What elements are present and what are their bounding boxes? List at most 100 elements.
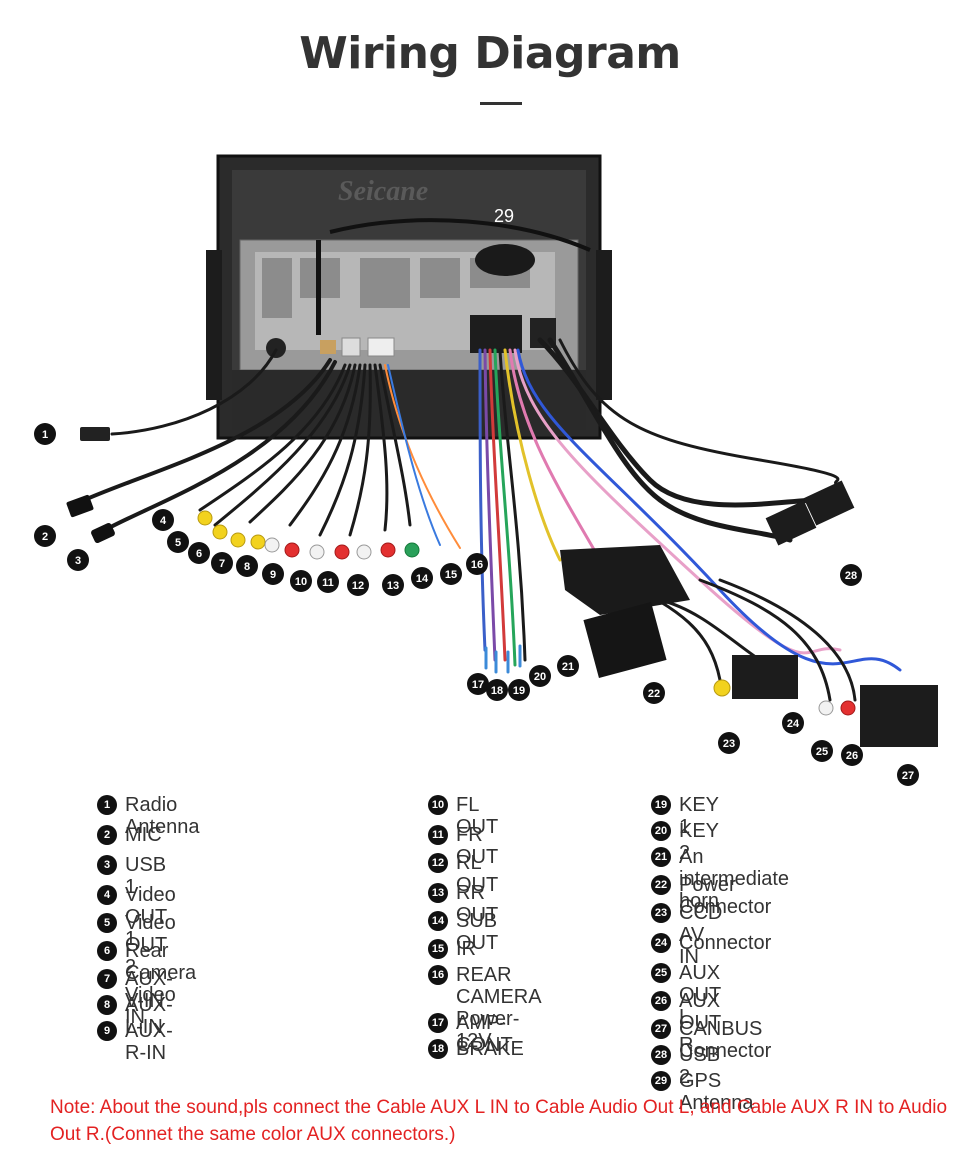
legend-number-badge: 11	[428, 825, 448, 845]
connectors	[66, 427, 938, 747]
callout-label: 7	[219, 558, 225, 570]
legend-item: 1 Radio Antenna	[97, 794, 200, 838]
callout-circle	[152, 509, 174, 531]
callout-label: 21	[562, 661, 574, 673]
legend-number-badge: 12	[428, 853, 448, 873]
cable-bundle	[78, 337, 902, 702]
callout-label: 23	[723, 738, 735, 750]
callout-label: 20	[534, 671, 546, 683]
legend-label: An intermediate horn	[679, 846, 790, 912]
callout-label: 2	[42, 531, 48, 543]
callout-circle	[382, 574, 404, 596]
legend-number-badge: 22	[651, 875, 671, 895]
legend-number-badge: 20	[651, 821, 671, 841]
callout-21: 21	[557, 655, 579, 677]
callout-circle	[236, 555, 258, 577]
callout-16: 16	[466, 553, 488, 575]
legend-label: SUB OUT	[456, 910, 499, 954]
callout-5: 5	[167, 531, 189, 553]
callout-circle	[508, 679, 530, 701]
legend-label: AMP-CONT	[456, 1012, 513, 1056]
legend-number-badge: 17	[428, 1013, 448, 1033]
legend-label: KEY 1	[679, 794, 719, 838]
legend-item: 16 REAR CAMERA Power-12V	[428, 964, 542, 1052]
callout-circle	[440, 563, 462, 585]
callout-15: 15	[440, 563, 462, 585]
callout-circle	[466, 553, 488, 575]
callout-label: 18	[491, 685, 503, 697]
legend-item: 21 An intermediate horn	[651, 846, 789, 912]
legend-number-badge: 29	[651, 1071, 671, 1091]
legend-label: USB 2	[679, 1044, 721, 1088]
callout-19: 19	[508, 679, 530, 701]
callout-circle	[188, 542, 210, 564]
legend-number-badge: 10	[428, 795, 448, 815]
callout-13: 13	[382, 574, 404, 596]
legend-label: CCD AV IN	[679, 902, 723, 968]
legend-number-badge: 18	[428, 1039, 448, 1059]
legend-number-badge: 2	[97, 825, 117, 845]
callout-label: 3	[75, 555, 81, 567]
callout-6: 6	[188, 542, 210, 564]
legend-item: 17 AMP-CONT	[428, 1012, 513, 1056]
callout-label: 9	[270, 569, 276, 581]
wiring-diagram: Seicane	[34, 154, 938, 786]
legend-number-badge: 24	[651, 933, 671, 953]
legend-item: 29 GPS Antenna	[651, 1070, 754, 1114]
callout-label: 27	[902, 770, 914, 782]
legend-number-badge: 15	[428, 939, 448, 959]
legend-number-badge: 9	[97, 1021, 117, 1041]
legend-label: GPS Antenna	[679, 1070, 754, 1114]
callout-label: 5	[175, 537, 181, 549]
legend-label: IR	[456, 938, 476, 960]
callout-circle	[841, 744, 863, 766]
callout-label: 4	[160, 515, 167, 527]
callout-circle	[782, 712, 804, 734]
sound-connection-note: Note: About the sound,pls connect the Ca…	[50, 1097, 948, 1145]
legend-number-badge: 21	[651, 847, 671, 867]
callout-circle	[317, 571, 339, 593]
callout-20: 20	[529, 665, 551, 687]
legend-label: FR OUT	[456, 824, 499, 868]
legend-number-badge: 16	[428, 965, 448, 985]
callout-label: 17	[472, 679, 484, 691]
callout-11: 11	[317, 571, 339, 593]
legend-label: Radio Antenna	[125, 794, 200, 838]
legend-number-badge: 25	[651, 963, 671, 983]
legend-number-badge: 6	[97, 941, 117, 961]
callout-12: 12	[347, 574, 369, 596]
legend-label: Connector	[679, 932, 772, 954]
callout-22: 22	[643, 682, 665, 704]
callout-2: 2	[34, 525, 56, 547]
legend-label: Rear Camera Video IN	[125, 940, 197, 1028]
legend-number-badge: 19	[651, 795, 671, 815]
legend-number-badge: 13	[428, 883, 448, 903]
callout-8: 8	[236, 555, 258, 577]
callout-28: 28	[840, 564, 862, 586]
legend-number-badge: 4	[97, 885, 117, 905]
legend-label: Video OUT 1	[125, 884, 176, 950]
legend-label: REAR CAMERA Power-12V	[456, 964, 542, 1052]
callout-label: 11	[322, 577, 334, 589]
title-underline	[480, 102, 522, 105]
callout-label: 19	[513, 685, 525, 697]
legend-item: 24 Connector	[651, 932, 771, 954]
legend-item: 6 Rear Camera Video IN	[97, 940, 196, 1028]
legend-number-badge: 1	[97, 795, 117, 815]
legend-label: MIC	[125, 824, 162, 846]
callout-circle	[897, 764, 919, 786]
legend-item: 19 KEY 1	[651, 794, 719, 838]
brand-watermark: Seicane	[338, 176, 428, 207]
callout-label: 26	[846, 750, 858, 762]
callout-9: 9	[262, 563, 284, 585]
legend-number-badge: 5	[97, 913, 117, 933]
legend-label: AUX-V-IN	[125, 968, 173, 1012]
head-unit: Seicane	[206, 154, 612, 440]
